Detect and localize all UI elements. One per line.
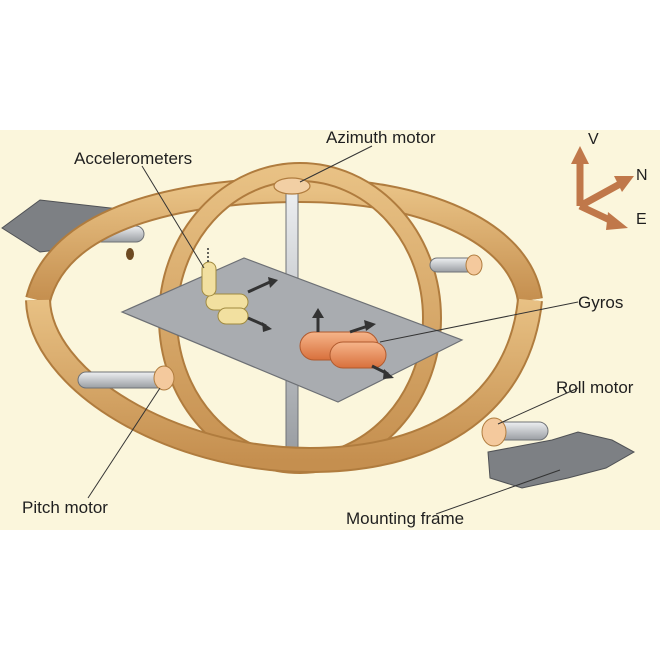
label-gyros: Gyros xyxy=(578,293,624,312)
axis-label-north: N xyxy=(636,167,648,184)
label-azimuth-motor: Azimuth motor xyxy=(326,128,436,147)
accelerometers-icon xyxy=(201,248,278,332)
compass-axes-icon xyxy=(571,146,634,230)
gyros-icon xyxy=(299,308,394,379)
roll-motor-icon xyxy=(481,417,507,447)
label-pitch-motor: Pitch motor xyxy=(22,498,108,517)
label-mounting-frame: Mounting frame xyxy=(346,509,465,528)
label-accelerometers: Accelerometers xyxy=(74,149,193,168)
pitch-motor-icon xyxy=(77,365,175,391)
axis-label-east: E xyxy=(636,211,647,228)
leader-lines xyxy=(87,145,579,515)
axis-label-vertical: V xyxy=(588,131,599,148)
azimuth-motor-icon xyxy=(273,177,311,195)
label-roll-motor: Roll motor xyxy=(556,378,634,397)
